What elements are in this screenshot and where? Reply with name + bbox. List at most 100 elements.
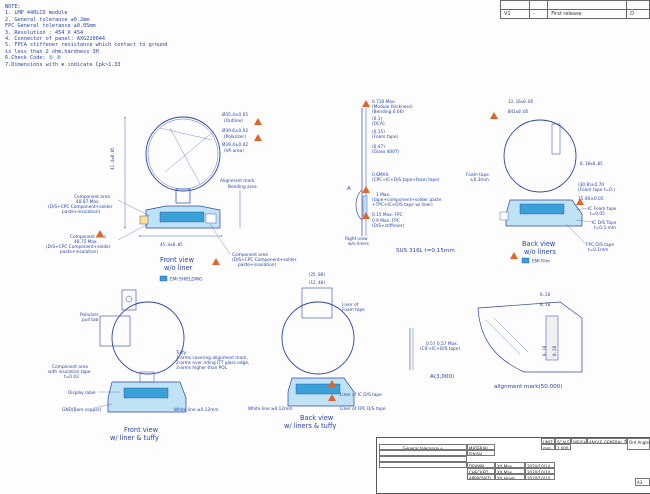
side-max1-sub: (tape+component+solder paste: [372, 197, 442, 203]
front-dim-width: 45.4±0.05: [160, 242, 183, 247]
va-sub-label: (VA area): [224, 148, 244, 154]
approved-label: APPROVED: [467, 474, 495, 480]
emi-shield-label: EMI SHIELDING: [170, 277, 203, 283]
note-line: is less than 2 ohm,hardness 3H: [5, 48, 99, 55]
right-view-subtitle: w/o liners: [348, 241, 369, 247]
checked-date: 2020/10/14: [525, 468, 555, 474]
warning-icon: [510, 252, 518, 259]
gnd-label: GND(Bare copper): [62, 407, 102, 413]
revision-table: V1 - First release D: [500, 0, 650, 19]
side-fpc: 0.15 Max. FPC: [372, 212, 403, 218]
note-line: 4. Connector of panel: AXG220044: [5, 36, 105, 43]
emi-film-swatch: [521, 257, 530, 264]
note-line: 2. General tolerance ±0.2mm: [5, 16, 90, 23]
revision-cell: First release: [547, 9, 628, 19]
checked-name: XX Max: [495, 468, 525, 474]
revision-cell: D: [626, 9, 650, 19]
polarizer-tab-sub: pull tab: [82, 317, 99, 323]
module-thickness-sub: (Module thickness): [372, 104, 413, 110]
component-sub2-3: paste+insulation): [238, 262, 276, 268]
liner-comp-dim: t=0.03: [64, 374, 79, 380]
component-area: [159, 211, 205, 223]
finish-label: FINISH: [467, 450, 495, 456]
warning-icon: [328, 394, 336, 401]
liner-ic-label: Liner of IC D/S tape: [340, 392, 382, 398]
note-line: 1. LMP 440LCD module: [5, 10, 68, 17]
warning-icon: [212, 258, 220, 265]
note-line: 5. FPCA stiffener resistance which conta…: [5, 42, 168, 49]
back-dim-2: Ø41±0.05: [508, 109, 529, 114]
liner-circle: [111, 301, 185, 375]
front-liner-title: Front view: [124, 426, 159, 434]
warning-icon: [254, 134, 262, 141]
component-area-label-3: Component area: [232, 252, 268, 258]
component-sub-2: (D/S+CPC Component+solder: [46, 244, 111, 250]
right-view-title: Right view: [345, 236, 368, 242]
tuffy-note-2: 2-arms over riding ITT glass edge,: [176, 360, 249, 366]
foam-label: (Foam tape): [372, 134, 398, 140]
angle-header: ANGLE GENERAL TOLERANCE: [587, 438, 627, 444]
detail-a-label: A(3,000): [430, 374, 454, 380]
foam-tape-label: Foam tape: [466, 172, 489, 178]
back-liner-view: (25.80) (12.40) Liner of Foam tape Liner…: [248, 272, 386, 430]
revision-row: V1 - First release D: [500, 9, 650, 19]
side-max1-sub2: +TPC+IC+D/S tape w/ liner): [372, 202, 433, 208]
checked-label: CHECKED: [467, 468, 495, 474]
outline-sub-label: (Outline): [224, 118, 243, 124]
emi-film-label: EMI Film: [532, 259, 550, 265]
liner-foam-label-2: Foam tape: [342, 307, 365, 313]
tolerance-row: [379, 462, 467, 468]
component-area-label-2: Component area: [70, 234, 106, 240]
warning-icon: [328, 380, 336, 387]
ic-foam-label: IC Foam tape: [588, 206, 617, 212]
alignment-detail: 0.20 0.10 0.10 0.20 alignment mark(50.00…: [477, 292, 583, 390]
side-max1: 1 Max.: [376, 192, 390, 198]
warning-icon: [576, 198, 584, 205]
tolerance-header: General tolerance ±: [379, 444, 467, 450]
tolerance-row: [379, 450, 467, 456]
polarizer-sub-label: (Polarizer): [224, 134, 246, 140]
component-dim-2: 48.75 Max.: [74, 239, 98, 245]
unit-header: UNIT: [541, 438, 555, 444]
ic-tape-sub: t=0.5 mm: [594, 225, 616, 231]
component-sub2: paste+insulation): [62, 209, 100, 215]
drawn-name: XX Max: [495, 462, 525, 468]
foam-thickness: (0.15): [372, 129, 385, 135]
component-area-label: Component area: [74, 194, 110, 200]
glass-thickness: (0.47): [372, 144, 385, 150]
approved-date: 2020/10/14: [525, 474, 555, 480]
notes-block: NOTE: 1. LMP 440LCD module 2. General to…: [5, 4, 245, 68]
front-view-title: Front view: [160, 256, 195, 264]
sus-label: SUS 316L t=0.15mm: [396, 248, 455, 254]
component-sub2-2: paste+insulation): [60, 249, 98, 255]
sheet-size: A3: [635, 478, 650, 486]
back-white-line-label: White line ≥0.12mm: [248, 406, 293, 412]
front-liner-view: Polarizer pull tab Component area with i…: [48, 289, 249, 442]
oca-label: (OCA): [372, 121, 385, 127]
front-liner-subtitle: w/ liner & tuffy: [110, 434, 159, 442]
outline-label: Ø35.4±0.05: [222, 111, 248, 118]
note-line: FPC General tolerance ±0.05mm: [5, 23, 96, 30]
warning-icon: [362, 100, 370, 107]
component-sub-3: (D/S+CPC Component+solder: [232, 257, 297, 263]
liner-comp-sub: with insulation tape: [48, 369, 91, 375]
drawn-date: 2020/10/14: [525, 462, 555, 468]
back-dim-3: 0.30±0.05: [580, 161, 603, 166]
component-dim: 48.87 Max.: [76, 199, 100, 205]
polarizer-tab-label: Polarizer: [80, 312, 99, 318]
approved-name: XX Hsieh: [495, 474, 525, 480]
front-view-subtitle: w/o liner: [164, 264, 193, 272]
oca-thickness: (0.1): [372, 116, 383, 122]
pull-tab: [99, 315, 131, 347]
fpc-tape-sub: t=0.1mm: [588, 247, 609, 253]
back-liner-subtitle: w/ liners & tuffy: [284, 422, 336, 430]
alignment-mark-title: alignment mark(50.000): [494, 384, 562, 390]
back-dim-1: 13.16±0.05: [508, 99, 534, 104]
module-thickness: 0.730 Max.: [372, 99, 396, 105]
detail-a: 0.57 0.57 Max. (CIF+IC+D/S tape) A(3,000…: [409, 328, 460, 380]
tuffy-label: Tuffy: [175, 350, 187, 356]
note-line: 7.Dimensions with ⊕ indicate Cpk>1.33: [5, 61, 121, 68]
detail-a-dim: 0.57 0.57 Max.: [426, 341, 458, 347]
